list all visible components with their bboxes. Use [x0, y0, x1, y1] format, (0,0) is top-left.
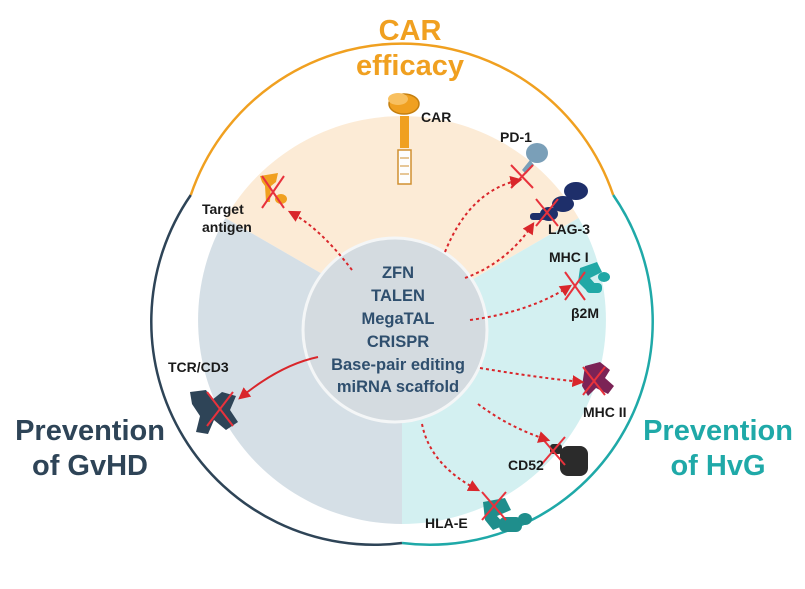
hla-e-molecule-icon: [483, 498, 532, 532]
arrow-to-mhc2: [479, 367, 585, 388]
arrow-to-target-antigen: [287, 210, 353, 271]
arrow-to-cd52: [477, 403, 551, 443]
section-title-hvg: of HvG: [670, 450, 765, 482]
label-lag3: LAG-3: [548, 221, 590, 237]
section-title-gvhd: of GvHD: [32, 450, 148, 482]
label-cd52: CD52: [508, 457, 544, 473]
pd1-receptor-icon: [522, 143, 548, 174]
knockout-cross-icon: [481, 491, 507, 521]
knockout-cross-icon: [206, 391, 234, 427]
section-title-prevention-right: Prevention: [643, 415, 793, 447]
outer-arc-right: [401, 194, 654, 546]
method-base-pair-editing: Base-pair editing: [331, 356, 465, 374]
knockout-cross-icon: [261, 175, 285, 209]
arrow-to-mhc1: [469, 284, 573, 321]
label-mhc2: MHC II: [583, 404, 627, 420]
label-target-antigen-line1: Target: [202, 201, 244, 217]
arrow-to-pd1: [444, 176, 523, 253]
method-zfn: ZFN: [382, 264, 414, 282]
method-mirna-scaffold: miRNA scaffold: [337, 378, 459, 396]
outer-arc-left: [150, 194, 403, 546]
arrow-to-hla-e: [421, 423, 481, 492]
label-pd1: PD-1: [500, 129, 532, 145]
label-b2m: β2M: [571, 305, 599, 321]
section-title-efficacy: efficacy: [356, 50, 464, 82]
editing-arrows: [238, 176, 585, 492]
knockout-cross-icon: [535, 198, 559, 227]
arrow-to-lag3: [464, 221, 535, 279]
method-megatal: MegaTAL: [361, 310, 434, 328]
section-title-car: CAR: [379, 15, 442, 47]
knockout-cross-icon: [582, 366, 606, 396]
method-crispr: CRISPR: [367, 333, 429, 351]
sector-car-efficacy: [225, 116, 579, 320]
mhc1-molecule-icon: [578, 262, 610, 293]
arrow-to-tcr-cd3: [238, 356, 319, 400]
label-mhc1: MHC I: [549, 249, 589, 265]
label-target-antigen-line2: antigen: [202, 219, 252, 235]
center-circle: [301, 236, 489, 424]
label-hla-e: HLA-E: [425, 515, 468, 531]
outer-arc-top: [189, 42, 615, 196]
label-car: CAR: [421, 109, 451, 125]
label-tcr-cd3: TCR/CD3: [168, 359, 229, 375]
car-receptor-icon: [388, 93, 420, 185]
section-title-prevention-left: Prevention: [15, 415, 165, 447]
method-talen: TALEN: [371, 287, 425, 305]
